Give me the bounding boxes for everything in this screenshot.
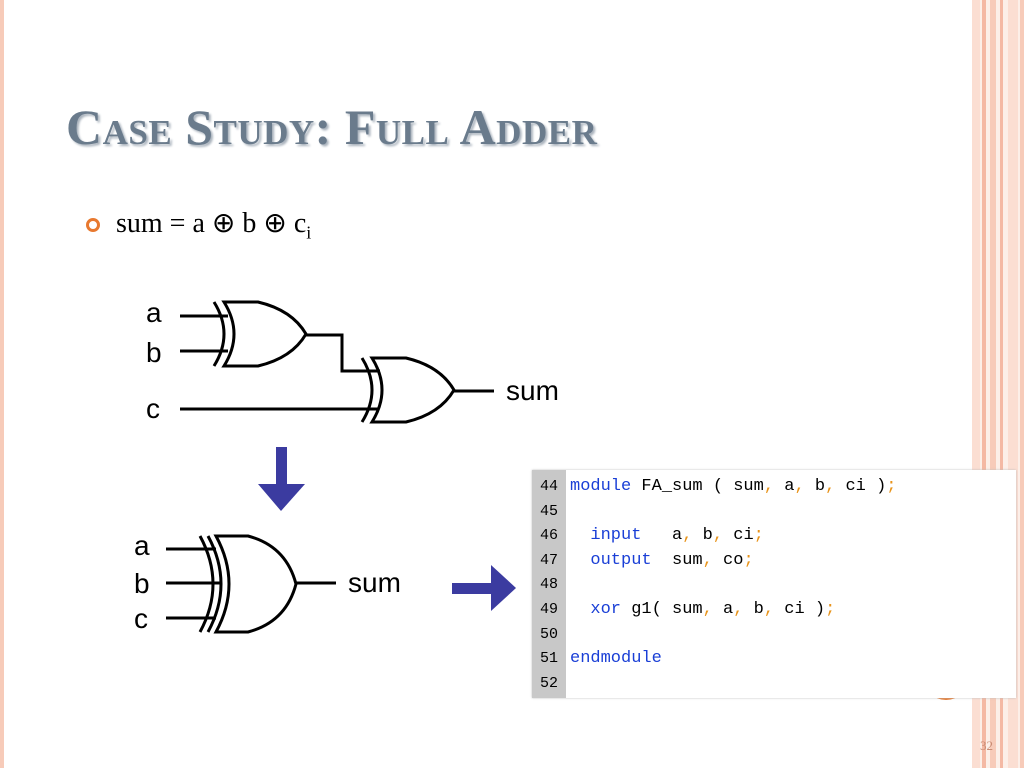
wire-g1-to-g2 — [306, 333, 380, 373]
xor3-gate-back-2 — [206, 535, 223, 633]
label-top-sum: sum — [506, 375, 559, 406]
slide-title: Case Study: Full Adder — [66, 99, 598, 155]
carry-subscript: i — [306, 222, 312, 243]
label-top-b: b — [146, 337, 162, 368]
line-number: 50 — [540, 625, 559, 643]
line-number: 46 — [540, 527, 559, 545]
left-border-stripe — [0, 0, 4, 768]
xor-gate-1-back — [212, 301, 226, 367]
xor3-gate-back-1 — [198, 535, 215, 633]
xor-gate-2-back — [360, 357, 374, 423]
xor-gate-2-body — [369, 356, 456, 424]
down-arrow-icon — [258, 447, 305, 511]
bottom-circuit — [166, 534, 336, 634]
line-number: 44 — [540, 478, 559, 495]
line-number: 49 — [540, 601, 559, 618]
label-bottom-c: c — [134, 603, 148, 634]
right-border-stripes — [972, 0, 1024, 768]
top-circuit — [180, 300, 494, 424]
code-text: endmodule — [570, 649, 662, 669]
line-number: 51 — [540, 650, 559, 668]
bullet-text: sum = a ⊕ b ⊕ ci — [116, 206, 311, 244]
code-text: xor g1( sum, a, b, ci ); — [590, 600, 836, 619]
page-number: 32 — [980, 738, 993, 753]
bullet-circle-icon — [86, 218, 100, 232]
right-arrow-icon — [452, 565, 516, 611]
verilog-code-panel: 44 module FA_sum ( sum, a, b, ci ); 45 46 i… — [532, 470, 1016, 698]
line-number: 48 — [540, 576, 559, 594]
line-number: 47 — [540, 551, 559, 569]
code-text: module FA_sum ( sum, a, b, ci ); — [570, 477, 897, 496]
label-top-a: a — [146, 297, 162, 328]
label-bottom-sum: sum — [348, 567, 401, 598]
xor3-gate-body — [213, 534, 298, 634]
xor-gate-1-body — [221, 300, 308, 368]
code-text: output sum, co; — [590, 550, 754, 570]
sum-expression: sum = a ⊕ b ⊕ c — [116, 208, 307, 239]
label-top-c: c — [146, 393, 160, 424]
code-text: input a, b, ci; — [590, 526, 764, 546]
label-bottom-b: b — [134, 568, 150, 599]
line-number: 52 — [540, 674, 559, 692]
line-number: 45 — [540, 502, 559, 520]
line-number-gutter — [532, 470, 566, 698]
label-bottom-a: a — [134, 530, 150, 561]
